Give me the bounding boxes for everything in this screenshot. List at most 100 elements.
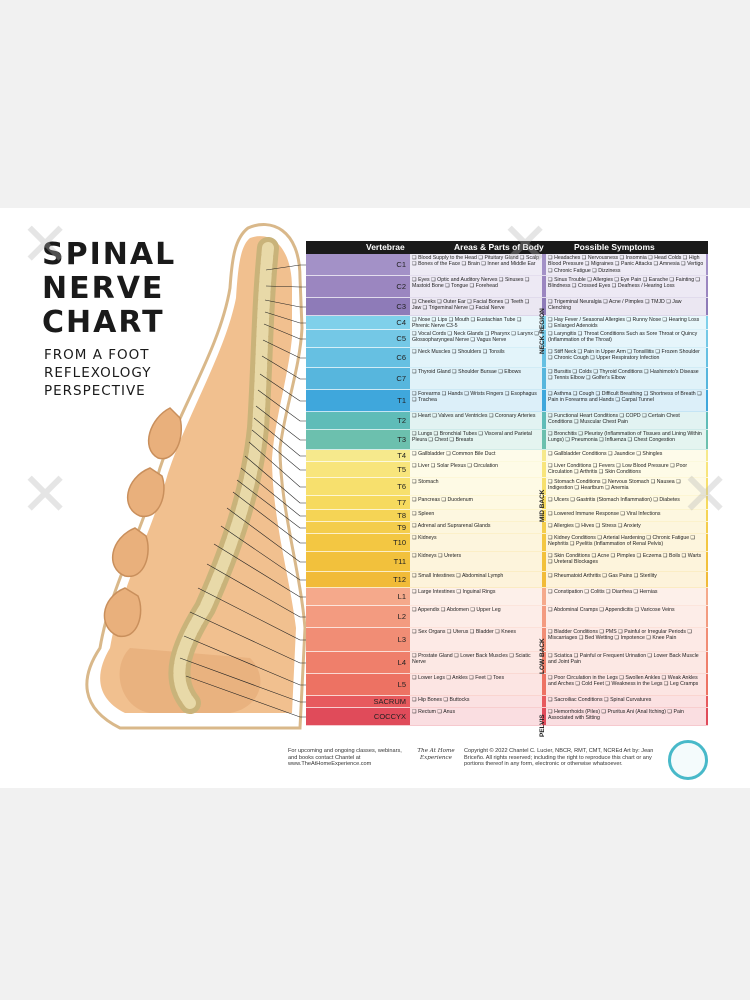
subtitle-line-2: REFLEXOLOGY (44, 365, 152, 381)
vertebra-label: T5 (397, 465, 406, 474)
footer-copyright: Copyright © 2022 Chantel C. Lucier, NBCR… (464, 748, 654, 768)
title-line-1: SPINAL (42, 237, 177, 272)
symptoms-cell: ❑ Trigeminal Neuralgia ❑ Acne / Pimples … (546, 298, 706, 315)
areas-cell: ❑ Vocal Cords ❑ Neck Glands ❑ Pharynx ❑ … (410, 330, 542, 347)
vertebra-label: T4 (397, 451, 406, 460)
badge-logo-icon (668, 740, 708, 780)
table-row: C6❑ Neck Muscles ❑ Shoulders ❑ Tonsils❑ … (306, 348, 708, 368)
vertebra-label: T8 (397, 511, 406, 520)
subtitle-line-1: FROM A FOOT (44, 347, 150, 363)
symptoms-cell: ❑ Hay Fever / Seasonal Allergies ❑ Runny… (546, 316, 706, 329)
areas-cell: ❑ Cheeks ❑ Outer Ear ❑ Facial Bones ❑ Te… (410, 298, 542, 315)
symptoms-cell: ❑ Ulcers ❑ Gastritis (Stomach Inflammati… (546, 496, 706, 509)
table-header: Vertebrae Areas & Parts of Body Possible… (306, 241, 708, 254)
watermark-icon: ✕ (20, 211, 71, 278)
symptoms-cell: ❑ Rheumatoid Arthritis ❑ Gas Pains ❑ Ste… (546, 572, 706, 587)
areas-cell: ❑ Large Intestines ❑ Inguinal Rings (410, 588, 542, 605)
symptoms-cell: ❑ Asthma ❑ Cough ❑ Difficult Breathing ❑… (546, 390, 706, 411)
vertebra-label: L3 (397, 635, 406, 644)
table-row: L3❑ Sex Organs ❑ Uterus ❑ Bladder ❑ Knee… (306, 628, 708, 652)
vertebra-label: T6 (397, 482, 406, 491)
table-row: T5❑ Liver ❑ Solar Plexus ❑ Circulation❑ … (306, 462, 708, 478)
footer-contact: For upcoming and ongoing classes, webina… (288, 748, 402, 768)
region-neck: NECK REGION (539, 308, 546, 354)
symptoms-cell: ❑ Bursitis ❑ Colds ❑ Thyroid Conditions … (546, 368, 706, 389)
table-row: T3❑ Lungs ❑ Bronchial Tubes ❑ Visceral a… (306, 430, 708, 450)
symptoms-cell: ❑ Poor Circulation in the Legs ❑ Swollen… (546, 674, 706, 695)
vertebra-label: L2 (397, 612, 406, 621)
vertebra-label: T7 (397, 498, 406, 507)
table-row: T8 ❑ Spleen ❑ Lowered Immune Response ❑ Vi… (306, 510, 708, 522)
symptoms-cell: ❑ Lowered Immune Response ❑ Viral Infect… (546, 510, 706, 521)
table-row: T10❑ Kidneys❑ Kidney Conditions ❑ Arteri… (306, 534, 708, 552)
vertebra-label: T12 (393, 575, 406, 584)
table-row: COCCYX ❑ Rectum ❑ Anus❑ Hemorrhoids (Pile… (306, 708, 708, 726)
areas-cell: ❑ Heart ❑ Valves and Ventricles ❑ Corona… (410, 412, 542, 429)
region-pelvis: PELVIS (539, 714, 546, 738)
areas-cell: ❑ Nose ❑ Lips ❑ Mouth ❑ Eustachian Tube … (410, 316, 542, 329)
table-row: T4❑ Gallbladder ❑ Common Bile Duct❑ Gall… (306, 450, 708, 462)
header-symptoms: Possible Symptoms (574, 242, 655, 252)
areas-cell: ❑ Kidneys ❑ Ureters (410, 552, 542, 571)
table-row: C3 ❑ Cheeks ❑ Outer Ear ❑ Facial Bones ❑ … (306, 298, 708, 316)
vertebra-label: T3 (397, 435, 406, 444)
table-row: C7❑ Thyroid Gland ❑ Shoulder Bursae ❑ El… (306, 368, 708, 390)
vertebra-label: C1 (396, 260, 406, 269)
areas-cell: ❑ Stomach (410, 478, 542, 495)
vertebra-label: C3 (396, 302, 406, 311)
areas-cell: ❑ Rectum ❑ Anus (410, 708, 542, 725)
table-row: C1 ❑ Blood Supply to the Head ❑ Pituitary… (306, 254, 708, 276)
areas-cell: ❑ Gallbladder ❑ Common Bile Duct (410, 450, 542, 461)
title-line-3: CHART (42, 305, 165, 340)
vertebra-label: L4 (397, 658, 406, 667)
vertebra-label: T9 (397, 523, 406, 532)
header-vertebrae: Vertebrae (366, 242, 405, 252)
vertebra-label: C7 (396, 374, 406, 383)
toe (147, 407, 182, 460)
symptoms-cell: ❑ Hemorrhoids (Piles) ❑ Pruritus Ani (An… (546, 708, 706, 725)
table-row: T12❑ Small Intestines ❑ Abdominal Lymph❑… (306, 572, 708, 588)
areas-cell: ❑ Kidneys (410, 534, 542, 551)
symptoms-cell: ❑ Sacroiliac Conditions ❑ Spinal Curvatu… (546, 696, 706, 707)
table-row: C4 ❑ Nose ❑ Lips ❑ Mouth ❑ Eustachian Tub… (306, 316, 708, 330)
title-line-2: NERVE (42, 271, 165, 306)
symptoms-cell: ❑ Sciatica ❑ Painful or Frequent Urinati… (546, 652, 706, 673)
areas-cell: ❑ Hip Bones ❑ Buttocks (410, 696, 542, 707)
region-low-back: LOW BACK (539, 638, 546, 674)
table-row: L5❑ Lower Legs ❑ Ankles ❑ Feet ❑ Toes❑ P… (306, 674, 708, 696)
symptoms-cell: ❑ Stomach Conditions ❑ Nervous Stomach ❑… (546, 478, 706, 495)
table-rows: C1 ❑ Blood Supply to the Head ❑ Pituitary… (306, 254, 708, 726)
areas-cell: ❑ Blood Supply to the Head ❑ Pituitary G… (410, 254, 542, 275)
symptoms-cell: ❑ Functional Heart Conditions ❑ COPD ❑ C… (546, 412, 706, 429)
spinal-nerve-chart-poster: SPINAL NERVE CHART FROM A FOOT REFLEXOLO… (0, 208, 750, 788)
vertebra-label: T2 (397, 416, 406, 425)
table-row: L1❑ Large Intestines ❑ Inguinal Rings❑ C… (306, 588, 708, 606)
vertebra-label: C4 (396, 318, 406, 327)
symptoms-cell: ❑ Kidney Conditions ❑ Arterial Hardening… (546, 534, 706, 551)
vertebra-label: C2 (396, 282, 406, 291)
vertebra-label: C5 (396, 334, 406, 343)
symptoms-cell: ❑ Allergies ❑ Hives ❑ Stress ❑ Anxiety (546, 522, 706, 533)
vertebra-label: COCCYX (373, 712, 406, 721)
foot-skin (100, 236, 296, 713)
symptoms-cell: ❑ Skin Conditions ❑ Acne ❑ Pimples ❑ Ecz… (546, 552, 706, 571)
table-row: T2 ❑ Heart ❑ Valves and Ventricles ❑ Coro… (306, 412, 708, 430)
table-row: T7❑ Pancreas ❑ Duodenum❑ Ulcers ❑ Gastri… (306, 496, 708, 510)
symptoms-cell: ❑ Constipation ❑ Colitis ❑ Diarrhea ❑ He… (546, 588, 706, 605)
areas-cell: ❑ Lower Legs ❑ Ankles ❑ Feet ❑ Toes (410, 674, 542, 695)
region-mid-back: MID BACK (539, 489, 546, 523)
table-row: L2❑ Appendix ❑ Abdomen ❑ Upper Leg❑ Abdo… (306, 606, 708, 628)
toe (103, 587, 142, 637)
toe (111, 527, 149, 577)
table-row: SACRUM❑ Hip Bones ❑ Buttocks❑ Sacroiliac… (306, 696, 708, 708)
footer-logo: The At Home Experience (417, 748, 455, 761)
symptoms-cell: ❑ Sinus Trouble ❑ Allergies ❑ Eye Pain ❑… (546, 276, 706, 297)
symptoms-cell: ❑ Headaches ❑ Nervousness ❑ Insomnia ❑ H… (546, 254, 706, 275)
toe (126, 467, 165, 517)
table-row: T1❑ Forearms ❑ Hands ❑ Wrists Fingers ❑ … (306, 390, 708, 412)
table-row: L4❑ Prostate Gland ❑ Lower Back Muscles … (306, 652, 708, 674)
areas-cell: ❑ Liver ❑ Solar Plexus ❑ Circulation (410, 462, 542, 477)
vertebra-label: C6 (396, 353, 406, 362)
table-row: C2❑ Eyes ❑ Optic and Auditory Nerves ❑ S… (306, 276, 708, 298)
areas-cell: ❑ Spleen (410, 510, 542, 521)
